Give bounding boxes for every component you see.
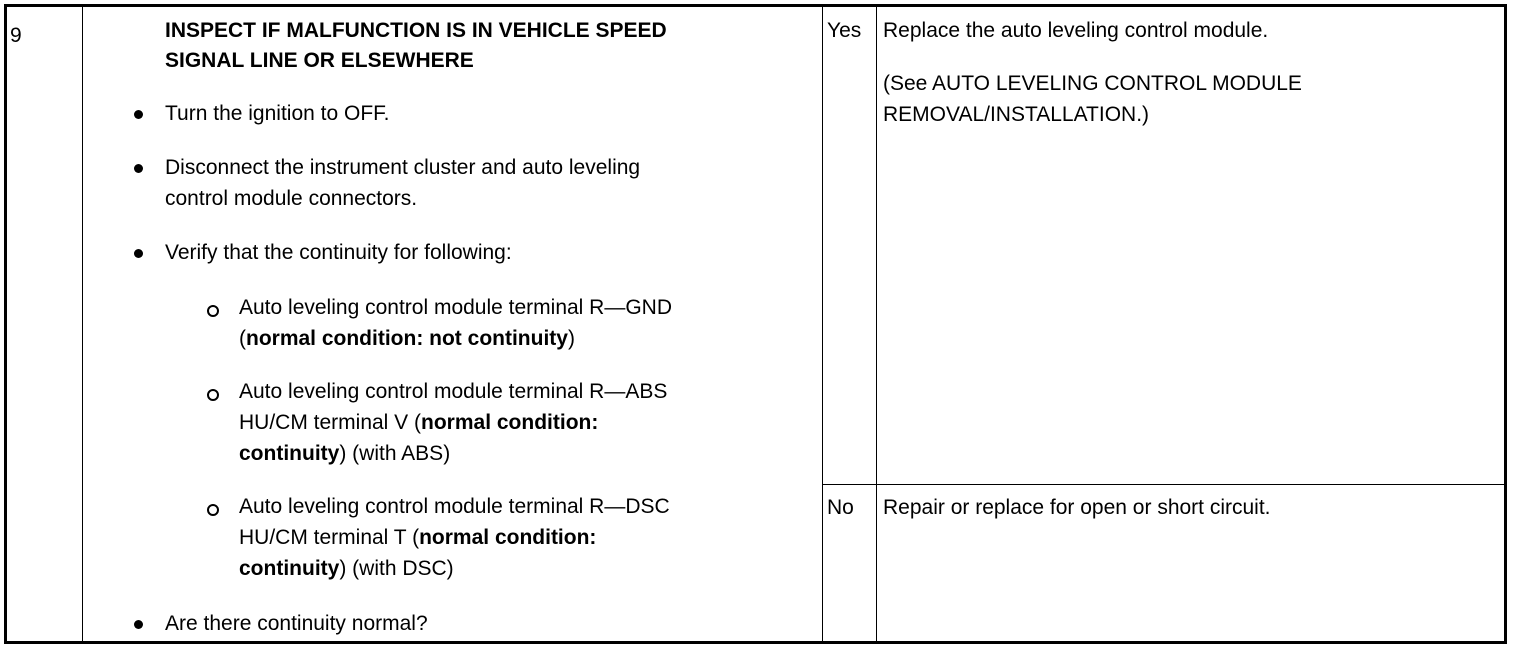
bullet-icon (134, 110, 143, 119)
check-r-abs-line3: continuity) (with ABS) (239, 442, 451, 465)
step-table: 9 INSPECT IF MALFUNCTION IS IN VEHICLE S… (4, 4, 1507, 644)
column-divider (82, 7, 83, 641)
yes-reference-line1: (See AUTO LEVELING CONTROL MODULE (883, 72, 1302, 95)
instruction-verify: Verify that the continuity for following… (165, 241, 512, 264)
yes-reference-line2: REMOVAL/INSTALLATION.) (883, 103, 1150, 126)
sub-bullet-icon (207, 389, 219, 401)
check-r-dsc-line2: HU/CM terminal T (normal condition: (239, 526, 597, 549)
yes-label: Yes (827, 19, 862, 42)
sub-bullet-icon (207, 305, 219, 317)
instruction-disconnect-line2: control module connectors. (165, 187, 418, 210)
step-number: 9 (10, 24, 22, 47)
step-title-line2: SIGNAL LINE OR ELSEWHERE (165, 49, 474, 72)
bullet-icon (134, 164, 143, 173)
no-label: No (827, 496, 854, 519)
column-divider (822, 7, 823, 641)
check-r-gnd-line2: (normal condition: not continuity) (239, 327, 575, 350)
instruction-ignition-off: Turn the ignition to OFF. (165, 102, 390, 125)
instruction-disconnect-line1: Disconnect the instrument cluster and au… (165, 156, 641, 179)
question-continuity: Are there continuity normal? (165, 612, 428, 635)
bullet-icon (134, 620, 143, 629)
bullet-icon (134, 249, 143, 258)
check-r-abs-line1: Auto leveling control module terminal R—… (239, 380, 668, 403)
check-r-dsc-line3: continuity) (with DSC) (239, 557, 454, 580)
check-r-dsc-line1: Auto leveling control module terminal R—… (239, 495, 670, 518)
sub-bullet-icon (207, 504, 219, 516)
column-divider (876, 7, 877, 641)
row-divider (822, 484, 1504, 485)
step-title-line1: INSPECT IF MALFUNCTION IS IN VEHICLE SPE… (165, 19, 667, 42)
check-r-gnd-line1: Auto leveling control module terminal R—… (239, 296, 673, 319)
check-r-abs-line2: HU/CM terminal V (normal condition: (239, 411, 599, 434)
no-action: Repair or replace for open or short circ… (883, 496, 1271, 519)
yes-action: Replace the auto leveling control module… (883, 19, 1269, 42)
